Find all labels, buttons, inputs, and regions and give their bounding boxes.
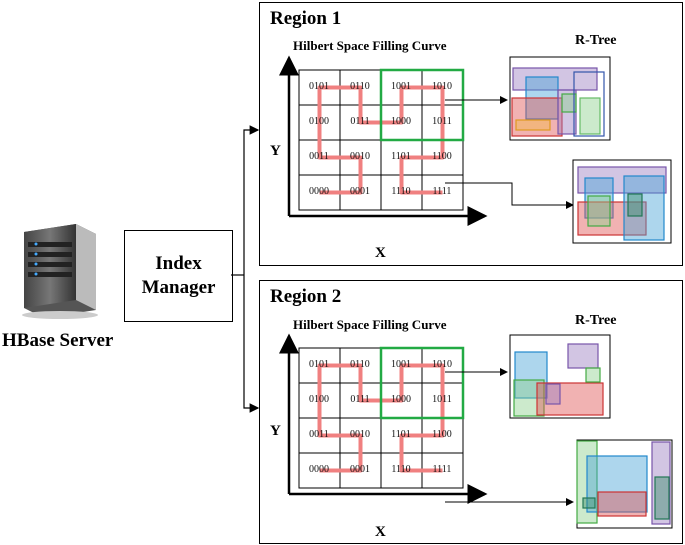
rtree-2b-frame bbox=[576, 439, 673, 529]
region-1-grid bbox=[279, 55, 488, 226]
grid-code: 1001 bbox=[391, 358, 411, 370]
rtree-node bbox=[567, 343, 599, 369]
grid-code: 0110 bbox=[350, 358, 370, 370]
grid-code: 1111 bbox=[432, 463, 452, 475]
rtree-node bbox=[654, 476, 670, 520]
rtree-node bbox=[584, 177, 614, 219]
region-1-rtree-title: R-Tree bbox=[575, 33, 617, 48]
region-1-axis-y: Y bbox=[270, 143, 281, 159]
grid-code: 1010 bbox=[432, 358, 452, 370]
connector-to-region-2 bbox=[243, 275, 260, 413]
highlight-block bbox=[379, 346, 465, 420]
grid-code: 0111 bbox=[350, 115, 370, 127]
grid-code: 1110 bbox=[391, 463, 411, 475]
region-2-axis-x: X bbox=[375, 524, 386, 540]
grid-code: 0000 bbox=[309, 463, 329, 475]
grid-code: 0100 bbox=[309, 393, 329, 405]
grid-code: 0000 bbox=[309, 185, 329, 197]
rtree-node bbox=[579, 97, 601, 135]
rtree-node bbox=[513, 379, 545, 417]
grid-code: 0101 bbox=[309, 358, 329, 370]
rtree-node bbox=[577, 166, 667, 194]
highlight-block bbox=[379, 68, 465, 142]
grid-code: 0001 bbox=[350, 185, 370, 197]
rtree-node bbox=[573, 71, 605, 137]
grid-code: 1001 bbox=[391, 80, 411, 92]
server-icon bbox=[10, 220, 102, 320]
grid-code: 0010 bbox=[350, 150, 370, 162]
grid-code: 1101 bbox=[391, 150, 411, 162]
rtree-drawings bbox=[445, 56, 673, 529]
region-2-grid bbox=[279, 333, 488, 504]
rtree-node bbox=[623, 175, 665, 241]
grid-code: 1110 bbox=[391, 185, 411, 197]
grid-code: 1010 bbox=[432, 80, 452, 92]
rtree-node bbox=[586, 455, 648, 513]
grid-code: 1011 bbox=[432, 393, 452, 405]
index-manager-box: Index Manager bbox=[124, 230, 233, 322]
grid-code: 1111 bbox=[432, 185, 452, 197]
grid-code: 1100 bbox=[432, 150, 452, 162]
rtree-1b-arrow bbox=[445, 182, 574, 209]
grid-code: 0001 bbox=[350, 463, 370, 475]
grid-code: 0110 bbox=[350, 80, 370, 92]
rtree-node bbox=[514, 351, 548, 399]
grid-code: 1000 bbox=[391, 393, 411, 405]
region-2-title: Region 2 bbox=[270, 286, 342, 307]
rtree-node bbox=[582, 497, 596, 509]
region-1-axis-x: X bbox=[375, 245, 386, 261]
server-label: HBase Server bbox=[2, 330, 114, 351]
rtree-node bbox=[651, 441, 671, 525]
region-2-curve-title: Hilbert Space Filling Curve bbox=[293, 317, 447, 332]
grid-code: 0011 bbox=[309, 150, 329, 162]
region-1-title: Region 1 bbox=[270, 8, 342, 29]
grid-code: 0010 bbox=[350, 428, 370, 440]
index-manager-line1: Index bbox=[155, 253, 202, 274]
rtree-node bbox=[597, 491, 647, 517]
rtree-node bbox=[577, 201, 647, 236]
grid-code: 1011 bbox=[432, 115, 452, 127]
region-2-axis-y: Y bbox=[270, 423, 281, 439]
grid-code: 0111 bbox=[350, 393, 370, 405]
region-1-curve-title: Hilbert Space Filling Curve bbox=[293, 38, 447, 53]
rtree-node bbox=[587, 195, 611, 227]
grid-code: 1101 bbox=[391, 428, 411, 440]
connector-to-region-1 bbox=[243, 125, 260, 275]
rtree-node bbox=[515, 119, 551, 131]
grid-code: 1000 bbox=[391, 115, 411, 127]
grid-code: 0011 bbox=[309, 428, 329, 440]
rtree-node bbox=[512, 67, 598, 91]
rtree-node bbox=[627, 193, 643, 217]
grid-code: 1100 bbox=[432, 428, 452, 440]
region-2-rtree-title: R-Tree bbox=[575, 313, 617, 328]
grid-code: 0100 bbox=[309, 115, 329, 127]
grid-code: 0101 bbox=[309, 80, 329, 92]
rtree-node bbox=[561, 93, 577, 113]
index-manager-line2: Manager bbox=[141, 277, 216, 298]
rtree-node bbox=[545, 383, 561, 405]
rtree-node bbox=[585, 367, 601, 383]
rtree-node bbox=[536, 382, 604, 416]
